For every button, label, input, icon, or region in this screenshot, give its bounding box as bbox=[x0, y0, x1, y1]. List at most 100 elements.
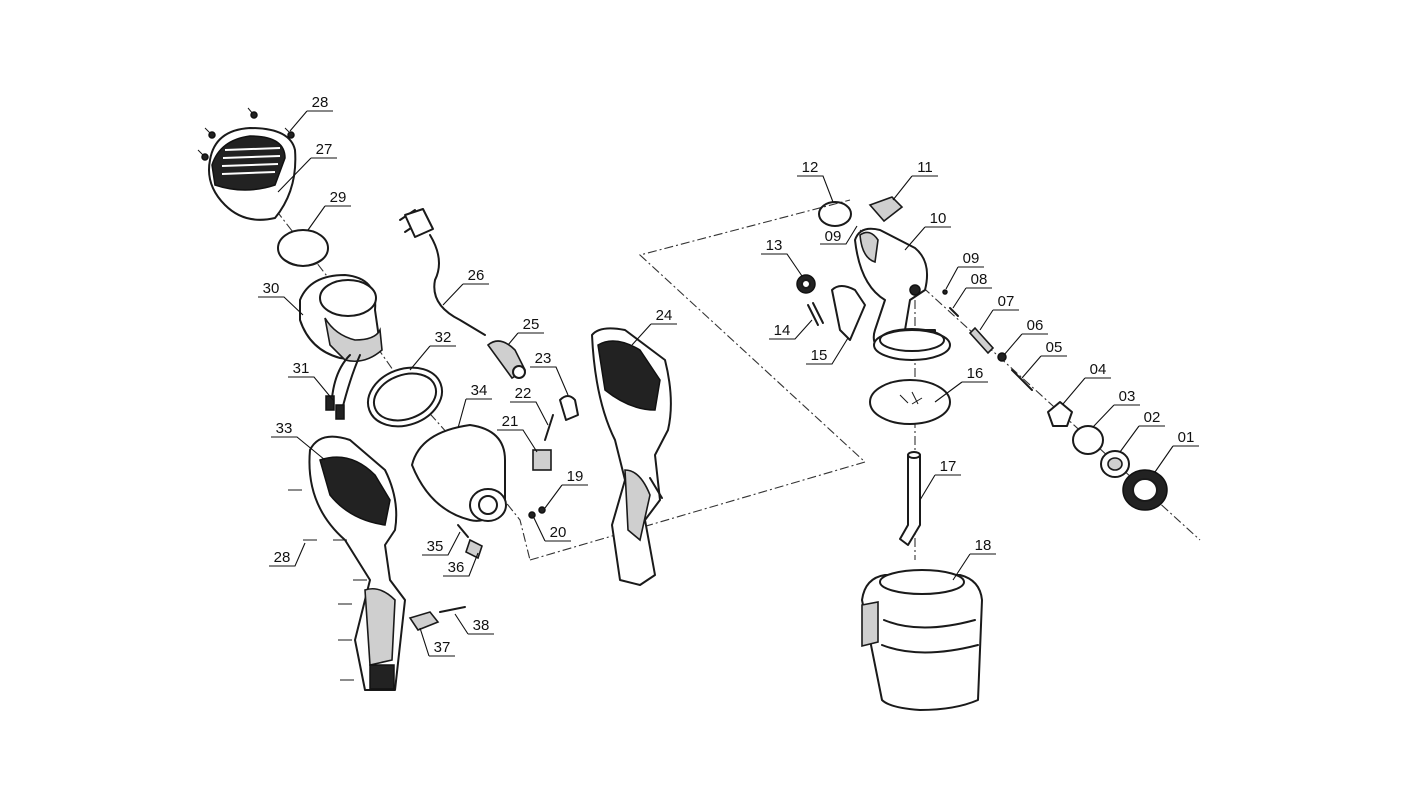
pump-head-part-10 bbox=[854, 227, 951, 361]
callout-12: 12 bbox=[797, 159, 834, 203]
trigger-lever-part-15 bbox=[831, 285, 866, 341]
callout-09-lower: 09 bbox=[945, 250, 984, 290]
callout-36: 36 bbox=[443, 552, 479, 577]
callout-18: 18 bbox=[952, 537, 996, 581]
callout-label: 05 bbox=[1046, 339, 1063, 356]
callout-label: 10 bbox=[930, 210, 947, 227]
nozzle-small-parts bbox=[942, 289, 1033, 391]
callout-label: 09 bbox=[963, 250, 980, 267]
rear-cover-part bbox=[208, 127, 297, 221]
trigger-parts bbox=[457, 524, 483, 560]
callout-label: 24 bbox=[656, 307, 673, 324]
callout-21: 21 bbox=[497, 413, 538, 453]
right-housing-part bbox=[591, 327, 672, 586]
callout-label: 14 bbox=[774, 322, 791, 339]
callout-20: 20 bbox=[533, 517, 571, 542]
callout-25: 25 bbox=[507, 316, 544, 346]
callout-15: 15 bbox=[806, 337, 849, 365]
callout-24: 24 bbox=[631, 307, 677, 346]
callout-01: 01 bbox=[1154, 429, 1199, 473]
callout-04: 04 bbox=[1062, 361, 1111, 405]
filter-plate-part-16 bbox=[869, 379, 951, 425]
seal-ring-12 bbox=[818, 201, 852, 227]
callout-31: 31 bbox=[288, 360, 334, 401]
callout-label: 06 bbox=[1027, 317, 1044, 334]
seal-ring-part bbox=[367, 366, 443, 428]
callout-label: 19 bbox=[567, 468, 584, 485]
callout-label: 16 bbox=[967, 365, 984, 382]
callout-17: 17 bbox=[919, 458, 961, 501]
callout-27: 27 bbox=[277, 141, 337, 193]
nozzle-cap-part-02 bbox=[1100, 450, 1130, 478]
spring-part-14 bbox=[807, 302, 824, 326]
callout-07: 07 bbox=[979, 293, 1019, 331]
callout-16: 16 bbox=[934, 365, 988, 403]
callout-label: 20 bbox=[550, 524, 567, 541]
callout-label: 28 bbox=[274, 549, 291, 566]
callout-29: 29 bbox=[307, 189, 351, 231]
callout-label: 28 bbox=[312, 94, 329, 111]
callout-19: 19 bbox=[544, 468, 588, 509]
callout-09-upper: 09 bbox=[820, 225, 858, 245]
switch-parts bbox=[408, 606, 466, 631]
callout-06: 06 bbox=[1003, 317, 1048, 356]
callout-32: 32 bbox=[409, 329, 456, 371]
callout-label: 31 bbox=[293, 360, 310, 377]
callout-02: 02 bbox=[1119, 409, 1165, 453]
callout-22: 22 bbox=[510, 385, 549, 426]
callout-label: 13 bbox=[766, 237, 783, 254]
clip-part-11 bbox=[868, 196, 904, 223]
callout-label: 25 bbox=[523, 316, 540, 333]
callout-03: 03 bbox=[1092, 388, 1140, 428]
callout-label: 09 bbox=[825, 228, 842, 245]
callout-label: 32 bbox=[435, 329, 452, 346]
motor-part bbox=[299, 274, 383, 363]
callout-label: 01 bbox=[1178, 429, 1195, 446]
callout-label: 22 bbox=[515, 385, 532, 402]
callout-label: 37 bbox=[434, 639, 451, 656]
cable-part bbox=[325, 354, 361, 420]
paint-container-part-18 bbox=[861, 569, 983, 711]
callout-08: 08 bbox=[952, 271, 992, 309]
callout-05: 05 bbox=[1021, 339, 1067, 379]
callout-label: 03 bbox=[1119, 388, 1136, 405]
callout-28-top: 28 bbox=[289, 94, 333, 132]
callout-33: 33 bbox=[271, 420, 326, 461]
callout-label: 23 bbox=[535, 350, 552, 367]
callout-37: 37 bbox=[419, 627, 455, 657]
callout-34: 34 bbox=[457, 382, 492, 429]
callout-38: 38 bbox=[454, 613, 494, 635]
callout-label: 04 bbox=[1090, 361, 1107, 378]
filter-disc-part bbox=[277, 229, 329, 267]
callout-10: 10 bbox=[904, 210, 951, 251]
fan-housing-part bbox=[411, 424, 507, 522]
callouts: 28 27 29 30 31 32 33 34 bbox=[258, 94, 1199, 657]
callout-11: 11 bbox=[892, 159, 938, 201]
suction-tube-part-17 bbox=[899, 451, 921, 546]
callout-label: 02 bbox=[1144, 409, 1161, 426]
small-components bbox=[528, 395, 579, 519]
screw-set-top bbox=[197, 107, 295, 161]
callout-label: 33 bbox=[276, 420, 293, 437]
callout-label: 12 bbox=[802, 159, 819, 176]
callout-label: 17 bbox=[940, 458, 957, 475]
callout-label: 35 bbox=[427, 538, 444, 555]
callout-label: 29 bbox=[330, 189, 347, 206]
union-nut-part-01 bbox=[1122, 469, 1168, 511]
screw-set-left bbox=[288, 489, 367, 681]
callout-14: 14 bbox=[769, 319, 813, 340]
callout-35: 35 bbox=[422, 531, 461, 556]
callout-label: 38 bbox=[473, 617, 490, 634]
cable-sleeve-part bbox=[486, 340, 527, 380]
callout-28-left: 28 bbox=[269, 542, 306, 567]
callout-label: 27 bbox=[316, 141, 333, 158]
callout-label: 15 bbox=[811, 347, 828, 364]
callout-label: 26 bbox=[468, 267, 485, 284]
callout-label: 30 bbox=[263, 280, 280, 297]
callout-26: 26 bbox=[442, 267, 489, 306]
callout-label: 07 bbox=[998, 293, 1015, 310]
callout-13: 13 bbox=[761, 237, 803, 277]
nozzle-cap-part-03 bbox=[1072, 425, 1104, 455]
callout-label: 34 bbox=[471, 382, 488, 399]
